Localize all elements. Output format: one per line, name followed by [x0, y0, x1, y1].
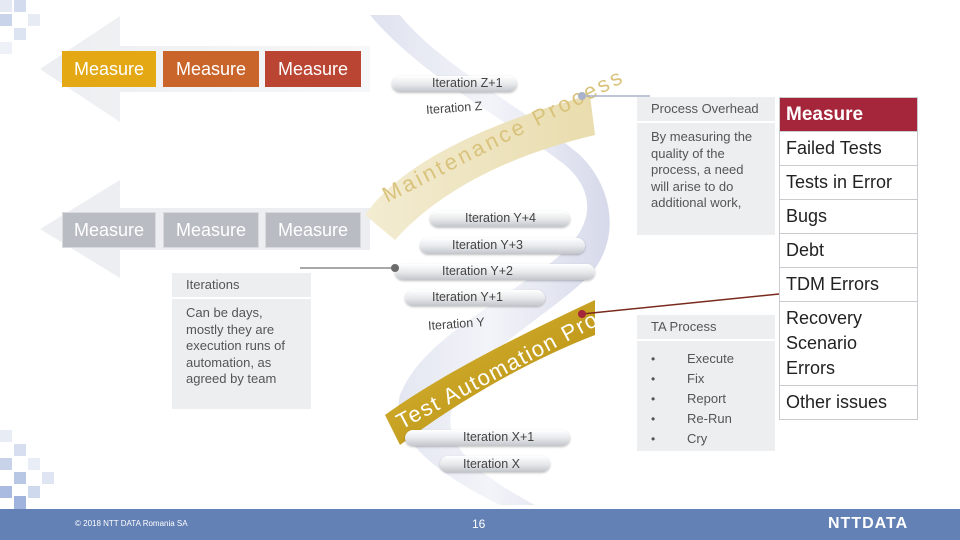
ta-process-heading: TA Process	[637, 315, 775, 341]
process-overhead-body: By measuring the quality of the process,…	[651, 129, 753, 210]
iterations-panel: Iterations Can be days, mostly they are …	[172, 273, 311, 409]
helix-rod	[392, 76, 517, 92]
process-overhead-heading: Process Overhead	[637, 97, 775, 123]
measure-button-top-1[interactable]: Measure	[62, 51, 156, 87]
helix-rod	[405, 430, 570, 446]
footer-copyright: © 2018 NTT DATA Romania SA	[75, 519, 188, 528]
measure-list-table: Measure Failed Tests Tests in Error Bugs…	[779, 97, 918, 420]
ta-process-item: Cry	[651, 429, 761, 449]
ntt-data-logo: NTTDATA	[828, 515, 909, 532]
ta-process-body: Execute Fix Report Re-Run Cry	[637, 341, 775, 455]
ta-process-item: Execute	[651, 349, 761, 369]
iteration-label: Iteration Y+4	[465, 211, 537, 225]
iteration-label: Iteration Y+3	[452, 238, 524, 252]
iteration-label: Iteration Z+1	[432, 76, 503, 90]
helix-rod	[430, 211, 570, 227]
measure-list-item: TDM Errors	[780, 267, 917, 301]
helix-rod	[395, 264, 595, 280]
measure-list-item: Recovery Scenario Errors	[780, 301, 917, 385]
helix-rod	[405, 290, 545, 306]
process-overhead-panel: Process Overhead By measuring the qualit…	[637, 97, 775, 235]
measure-list-item: Bugs	[780, 199, 917, 233]
helix-rod	[420, 238, 585, 254]
measure-list-item: Debt	[780, 233, 917, 267]
iterations-panel-heading: Iterations	[172, 273, 311, 299]
ta-process-item: Report	[651, 389, 761, 409]
footer-bar: © 2018 NTT DATA Romania SA 16 NTTDATA	[0, 509, 960, 540]
measure-list-item: Other issues	[780, 385, 917, 419]
measure-button-mid-1[interactable]: Measure	[62, 212, 156, 248]
measure-button-mid-2[interactable]: Measure	[163, 212, 259, 248]
dna-helix-graphic	[365, 15, 610, 505]
iteration-label: Iteration X+1	[463, 430, 535, 444]
measure-list-heading: Measure	[780, 98, 917, 131]
measure-button-top-2[interactable]: Measure	[163, 51, 259, 87]
iteration-label: Iteration Y+2	[442, 264, 514, 278]
measure-list-item: Tests in Error	[780, 165, 917, 199]
measure-button-mid-3[interactable]: Measure	[265, 212, 361, 248]
ta-process-item: Fix	[651, 369, 761, 389]
helix-rod	[440, 456, 550, 472]
measure-button-top-3[interactable]: Measure	[265, 51, 361, 87]
iterations-panel-body: Can be days, mostly they are execution r…	[186, 305, 286, 386]
ta-process-item: Re-Run	[651, 409, 761, 429]
measure-list-item: Failed Tests	[780, 131, 917, 165]
page-number: 16	[472, 517, 486, 531]
iteration-label: Iteration X	[463, 457, 520, 471]
ta-process-panel: TA Process Execute Fix Report Re-Run Cry	[637, 315, 775, 451]
iteration-label: Iteration Y+1	[432, 290, 504, 304]
